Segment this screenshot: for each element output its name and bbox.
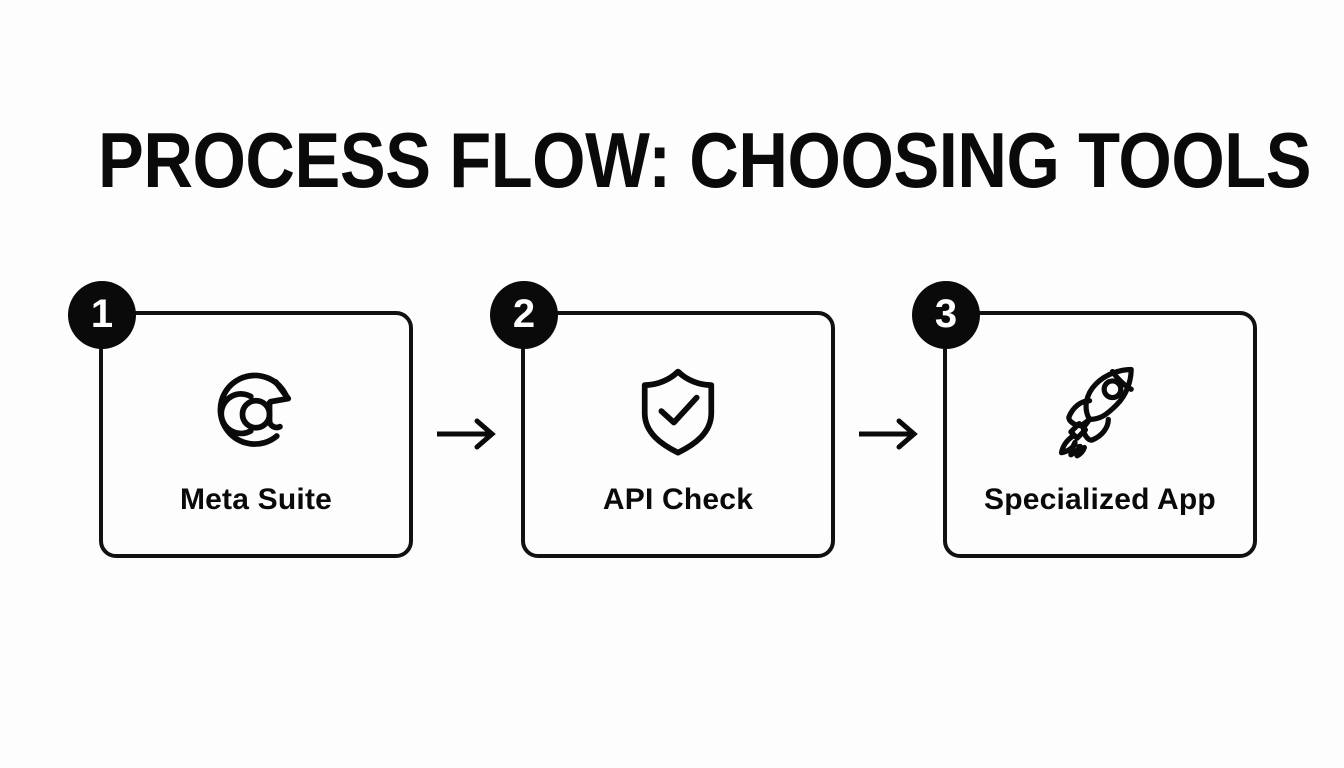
connector-2 (835, 404, 943, 464)
step-label-3: Specialized App (984, 482, 1216, 516)
step-label-1: Meta Suite (179, 482, 333, 516)
page-title: PROCESS FLOW: CHOOSING TOOLS (98, 116, 1312, 204)
step-number-badge-1: 1 (68, 280, 136, 349)
shield-check-icon (626, 357, 730, 461)
step-card-2[interactable]: 2 API Check (490, 280, 835, 558)
connector-1 (413, 404, 521, 464)
step-number-badge-2: 2 (490, 280, 558, 349)
at-refresh-icon (204, 357, 308, 461)
arrow-right-icon (859, 418, 918, 450)
step-number-badge-3: 3 (912, 280, 980, 349)
step-label-2: API Check (602, 482, 754, 516)
arrow-right-icon (437, 418, 496, 450)
rocket-icon (1048, 357, 1152, 461)
step-card-1[interactable]: 1 Meta Suite (68, 280, 413, 558)
process-flow-row: 1 Meta Suite (68, 280, 1257, 558)
step-card-3[interactable]: 3 (912, 280, 1257, 558)
